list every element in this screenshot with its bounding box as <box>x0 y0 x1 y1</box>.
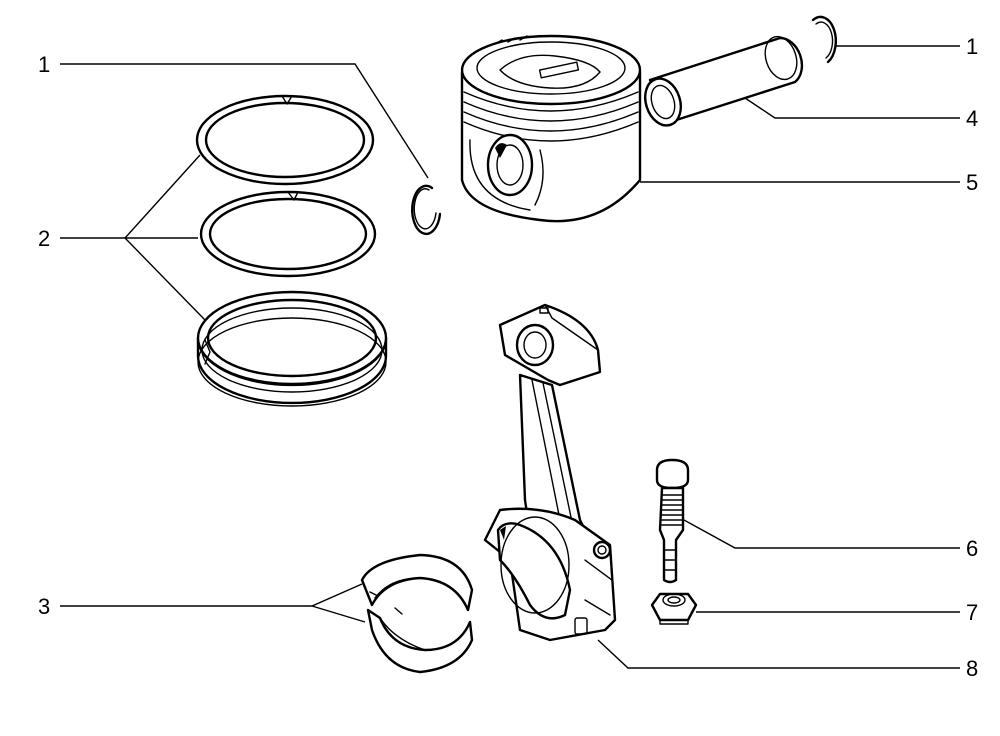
leader-lines <box>60 45 960 669</box>
piston-ring-oil <box>196 290 388 407</box>
leader-8 <box>597 639 960 669</box>
callout-6: 6 <box>966 536 978 561</box>
callout-5: 5 <box>966 170 978 195</box>
bearing-shell-upper <box>360 553 474 612</box>
piston-ring-top <box>195 94 375 186</box>
circlip-right <box>811 15 837 64</box>
leader-3 <box>60 583 366 623</box>
rod-bolt <box>655 458 690 584</box>
callout-4: 4 <box>966 106 978 131</box>
callout-7: 7 <box>966 600 978 625</box>
piston-ring-middle <box>199 190 377 278</box>
callout-8: 8 <box>966 656 978 681</box>
circlip-left <box>411 184 442 235</box>
piston-pin <box>644 35 804 127</box>
callout-2: 2 <box>38 226 50 251</box>
callout-1-right: 1 <box>966 34 978 59</box>
leader-1-left <box>60 63 429 179</box>
callout-3: 3 <box>38 594 50 619</box>
rod-nut <box>650 592 698 625</box>
leader-4 <box>744 97 960 119</box>
piston <box>460 34 642 223</box>
leader-2 <box>60 154 206 321</box>
leader-6 <box>683 519 960 549</box>
bearing-shell-lower <box>366 607 474 674</box>
connecting-rod <box>483 303 617 642</box>
callout-1-left: 1 <box>38 52 50 77</box>
